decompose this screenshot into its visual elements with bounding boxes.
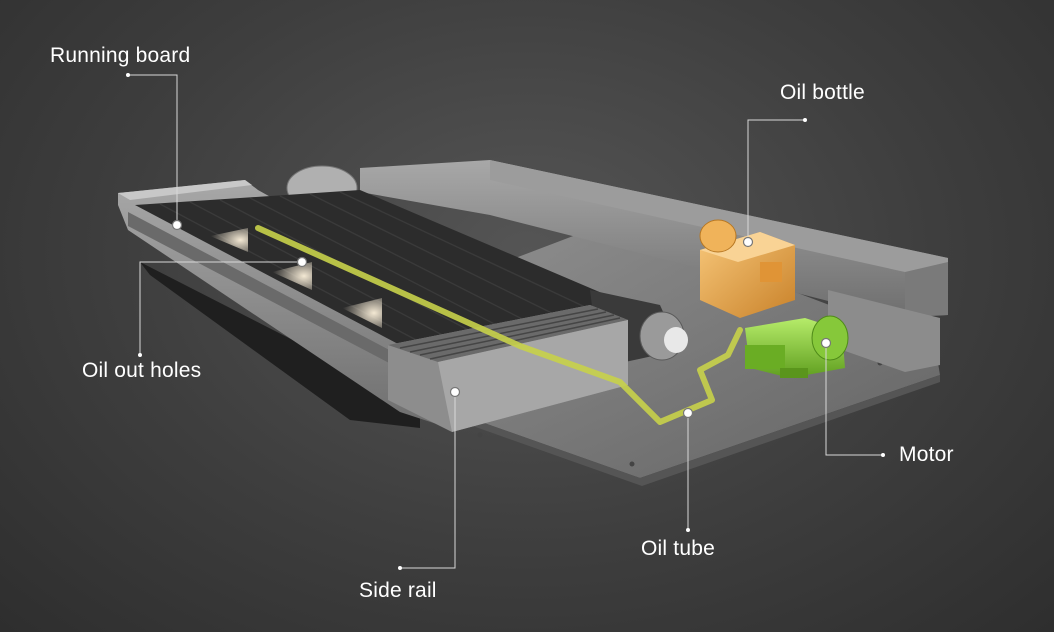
rear-side-rail (360, 160, 948, 372)
label-oil-tube: Oil tube (641, 537, 715, 560)
label-oil-out-holes: Oil out holes (82, 359, 202, 382)
motor-unit (745, 315, 849, 378)
leader-endpoints (126, 73, 885, 570)
deck-frame (118, 180, 455, 430)
front-end-cap (388, 305, 628, 432)
frame-underside (140, 262, 420, 428)
oil-spray (210, 228, 382, 328)
label-motor: Motor (899, 443, 954, 466)
label-side-rail: Side rail (359, 579, 437, 602)
label-running-board: Running board (50, 44, 191, 67)
label-oil-bottle: Oil bottle (780, 81, 865, 104)
leader-lines (128, 74, 883, 569)
